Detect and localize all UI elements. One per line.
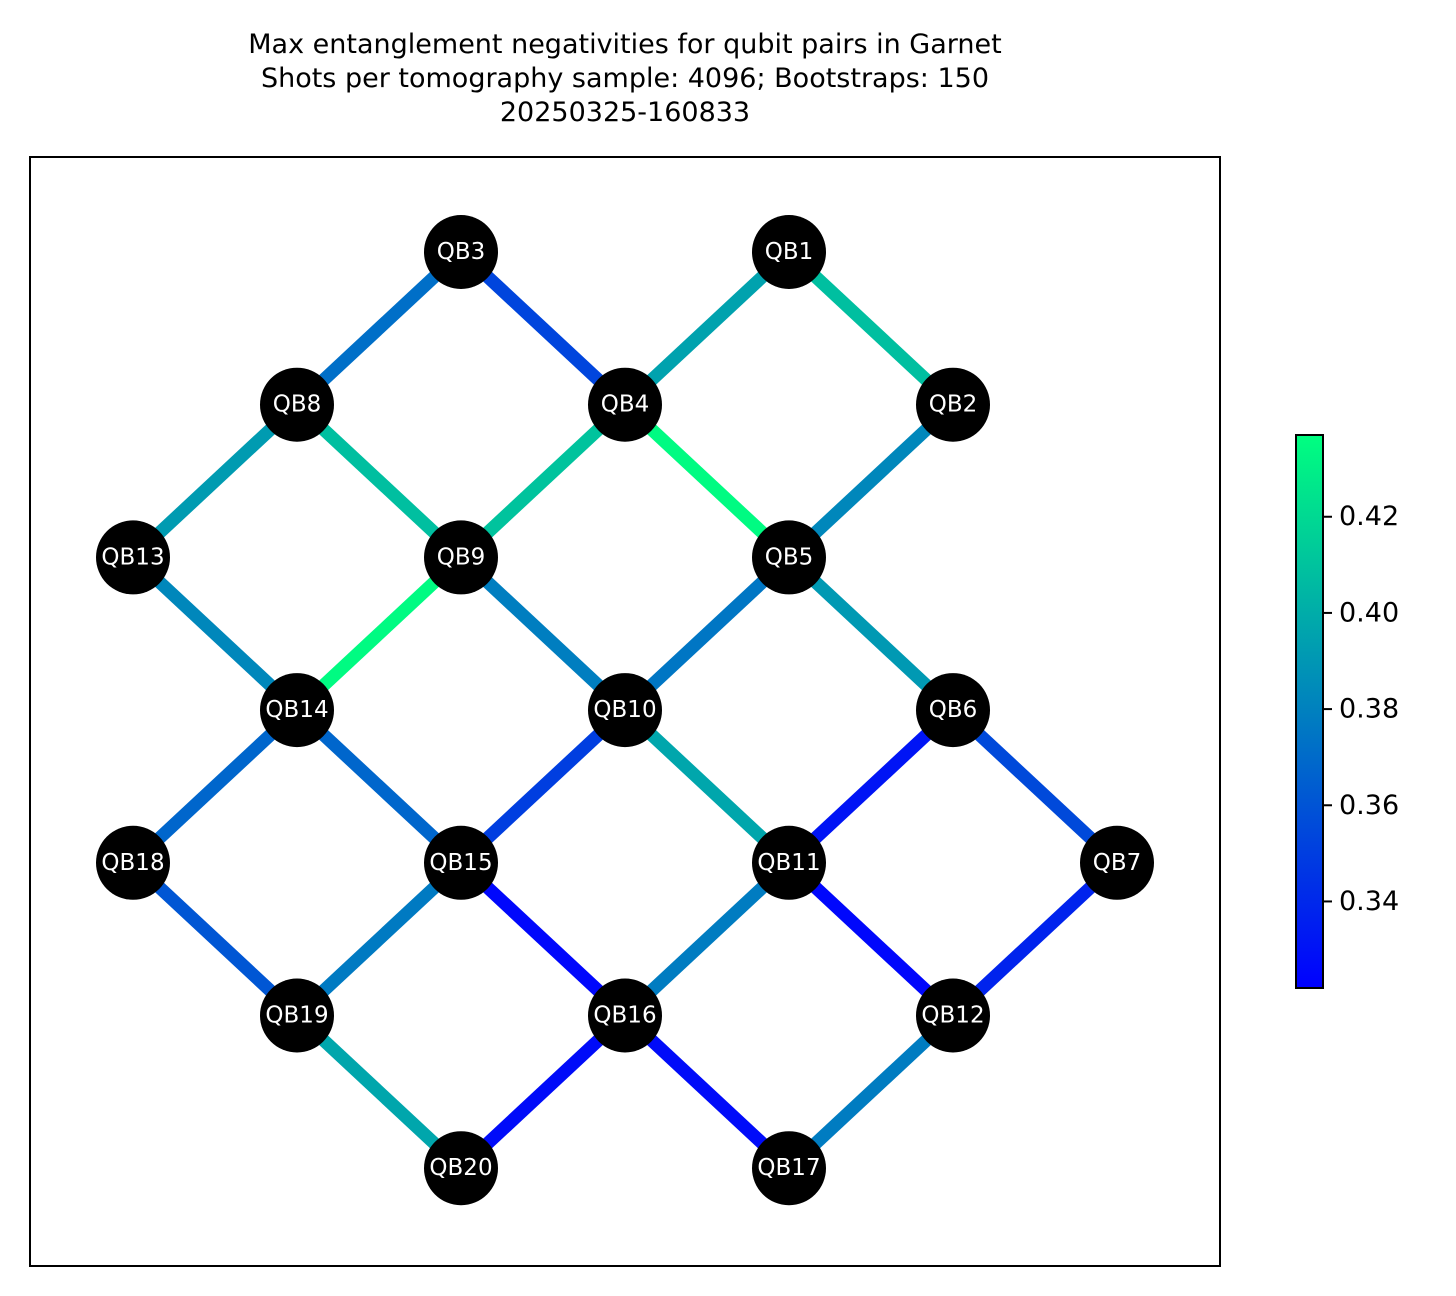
edge-qb2-qb5 — [784, 399, 958, 563]
edge-qb8-qb9 — [292, 399, 466, 563]
node-qb19 — [260, 978, 334, 1053]
node-qb12 — [916, 978, 990, 1053]
colorbar-tick-label: 0.42 — [1339, 501, 1399, 532]
node-label-qb10: QB10 — [593, 697, 656, 723]
node-label-qb17: QB17 — [757, 1155, 820, 1181]
edges-layer — [128, 247, 1122, 1173]
edge-qb12-qb17 — [784, 1010, 958, 1173]
edge-qb15-qb19 — [292, 858, 466, 1021]
node-qb1 — [752, 215, 826, 289]
edge-qb10-qb15 — [456, 705, 630, 868]
colorbar-tick-label: 0.36 — [1339, 790, 1399, 821]
edge-qb9-qb14 — [292, 552, 466, 715]
edge-qb19-qb20 — [292, 1010, 466, 1173]
node-label-qb8: QB8 — [273, 392, 322, 418]
node-qb18 — [96, 825, 170, 900]
colorbar-tick-label: 0.34 — [1339, 886, 1399, 917]
edge-qb7-qb12 — [948, 858, 1122, 1021]
edge-qb18-qb19 — [128, 858, 302, 1021]
node-label-qb13: QB13 — [101, 544, 164, 570]
plot-frame — [29, 156, 1221, 1267]
node-label-qb5: QB5 — [765, 544, 814, 570]
edge-qb1-qb4 — [620, 247, 794, 410]
node-label-qb19: QB19 — [265, 1003, 328, 1029]
node-label-qb4: QB4 — [601, 392, 650, 418]
node-qb5 — [752, 520, 826, 595]
edge-qb5-qb10 — [620, 552, 794, 715]
node-label-qb15: QB15 — [429, 850, 492, 876]
node-label-qb1: QB1 — [765, 239, 814, 265]
edge-qb9-qb10 — [456, 552, 630, 715]
edge-qb4-qb5 — [620, 399, 794, 563]
node-qb11 — [752, 825, 826, 900]
node-qb3 — [424, 215, 498, 289]
edge-qb14-qb15 — [292, 705, 466, 868]
colorbar-tick-label: 0.38 — [1339, 694, 1399, 725]
node-label-qb3: QB3 — [437, 239, 486, 265]
colorbar-gradient — [1295, 434, 1324, 989]
node-label-qb2: QB2 — [929, 392, 978, 418]
node-qb20 — [424, 1131, 498, 1206]
edge-qb4-qb9 — [456, 399, 630, 563]
node-qb8 — [260, 367, 334, 442]
node-label-qb9: QB9 — [437, 544, 486, 570]
edge-qb6-qb7 — [948, 705, 1122, 868]
edge-qb10-qb11 — [620, 705, 794, 868]
chart-title-block: Max entanglement negativities for qubit … — [30, 28, 1220, 130]
node-label-qb7: QB7 — [1093, 850, 1142, 876]
node-qb9 — [424, 520, 498, 595]
chart-timestamp: 20250325-160833 — [499, 97, 751, 128]
edge-qb1-qb2 — [784, 247, 958, 410]
node-qb13 — [96, 520, 170, 595]
node-qb2 — [916, 367, 990, 442]
nodes-layer: QB1QB2QB3QB4QB5QB6QB7QB8QB9QB10QB11QB12Q… — [96, 215, 1154, 1206]
edge-qb16-qb17 — [620, 1010, 794, 1173]
edge-qb16-qb20 — [456, 1010, 630, 1173]
node-label-qb16: QB16 — [593, 1003, 656, 1029]
edge-qb15-qb16 — [456, 858, 630, 1021]
node-qb10 — [588, 673, 662, 748]
node-label-qb14: QB14 — [265, 697, 328, 723]
node-qb17 — [752, 1131, 826, 1206]
chart-subtitle: Shots per tomography sample: 4096; Boots… — [260, 63, 990, 94]
edge-qb11-qb16 — [620, 858, 794, 1021]
edge-qb11-qb12 — [784, 858, 958, 1021]
node-qb4 — [588, 367, 662, 442]
node-qb7 — [1080, 825, 1154, 900]
node-qb16 — [588, 978, 662, 1053]
node-label-qb18: QB18 — [101, 850, 164, 876]
edge-qb6-qb11 — [784, 705, 958, 868]
edge-qb3-qb8 — [292, 247, 466, 410]
node-qb15 — [424, 825, 498, 900]
edge-qb5-qb6 — [784, 552, 958, 715]
edge-qb8-qb13 — [128, 399, 302, 563]
chart-title: Max entanglement negativities for qubit … — [248, 29, 1002, 60]
node-qb6 — [916, 673, 990, 748]
node-qb14 — [260, 673, 334, 748]
edge-qb13-qb14 — [128, 552, 302, 715]
colorbar: 0.34 0.36 0.38 0.40 0.42 — [1295, 434, 1399, 989]
node-label-qb12: QB12 — [921, 1003, 984, 1029]
node-label-qb6: QB6 — [929, 697, 978, 723]
edge-qb14-qb18 — [128, 705, 302, 868]
edge-qb3-qb4 — [456, 247, 630, 410]
node-label-qb11: QB11 — [757, 850, 820, 876]
colorbar-tick-label: 0.40 — [1339, 597, 1399, 628]
node-label-qb20: QB20 — [429, 1155, 492, 1181]
